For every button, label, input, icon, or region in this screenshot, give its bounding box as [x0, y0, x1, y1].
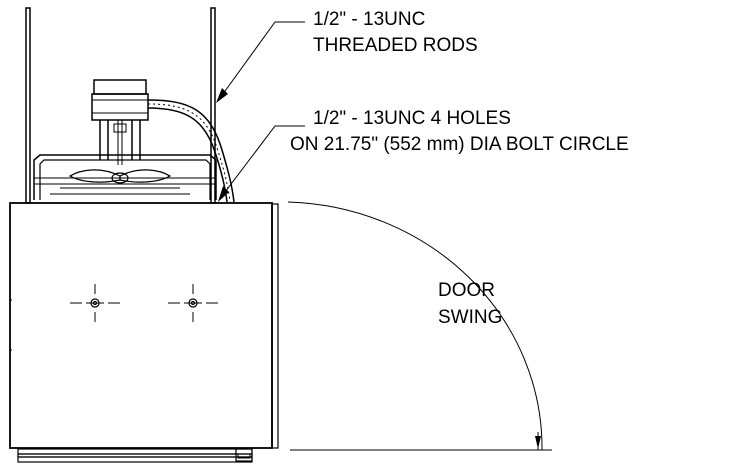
mounting-hole-right — [168, 284, 218, 322]
rods-callout-line1: 1/2" - 13UNC — [313, 9, 425, 30]
leader-threaded-rods — [216, 21, 305, 103]
mounting-bracket — [33, 154, 217, 200]
holes-callout-line1: 1/2" - 13UNC 4 HOLES — [313, 108, 511, 129]
motor-body — [91, 93, 149, 121]
enclosure — [9, 202, 279, 463]
enclosure-body — [9, 202, 273, 449]
threaded-rod-left — [25, 7, 31, 204]
arrow-icon — [535, 436, 541, 449]
rods-callout-line2: THREADED RODS — [313, 35, 478, 56]
enclosure-base — [17, 448, 253, 455]
arrow-icon — [218, 186, 229, 202]
mounting-hole-left — [70, 284, 120, 322]
motor-assembly — [33, 79, 217, 200]
leveling-foot — [235, 448, 253, 462]
holes-callout-line2: ON 21.75" (552 mm) DIA BOLT CIRCLE — [290, 134, 629, 155]
flex-conduit — [147, 99, 235, 203]
door-swing-label-line2: SWING — [438, 307, 502, 328]
leader-bolt-holes — [218, 125, 305, 202]
threaded-rod-right — [210, 7, 216, 204]
door-swing-label-line1: DOOR — [438, 280, 495, 301]
motor-top-cap — [93, 79, 147, 95]
door-swing-arc — [287, 201, 552, 451]
arrow-icon — [216, 88, 228, 103]
fan-blade-icon — [68, 169, 172, 184]
